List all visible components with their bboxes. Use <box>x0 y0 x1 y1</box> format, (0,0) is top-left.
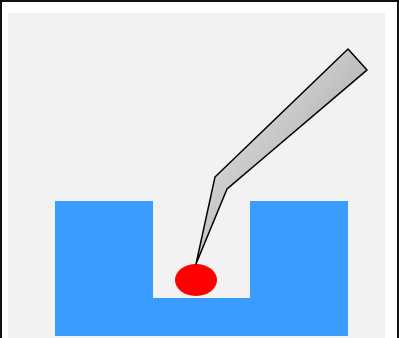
tweezers-icon <box>195 48 368 265</box>
red-droplet <box>175 264 217 296</box>
u-shaped-container <box>55 201 348 336</box>
